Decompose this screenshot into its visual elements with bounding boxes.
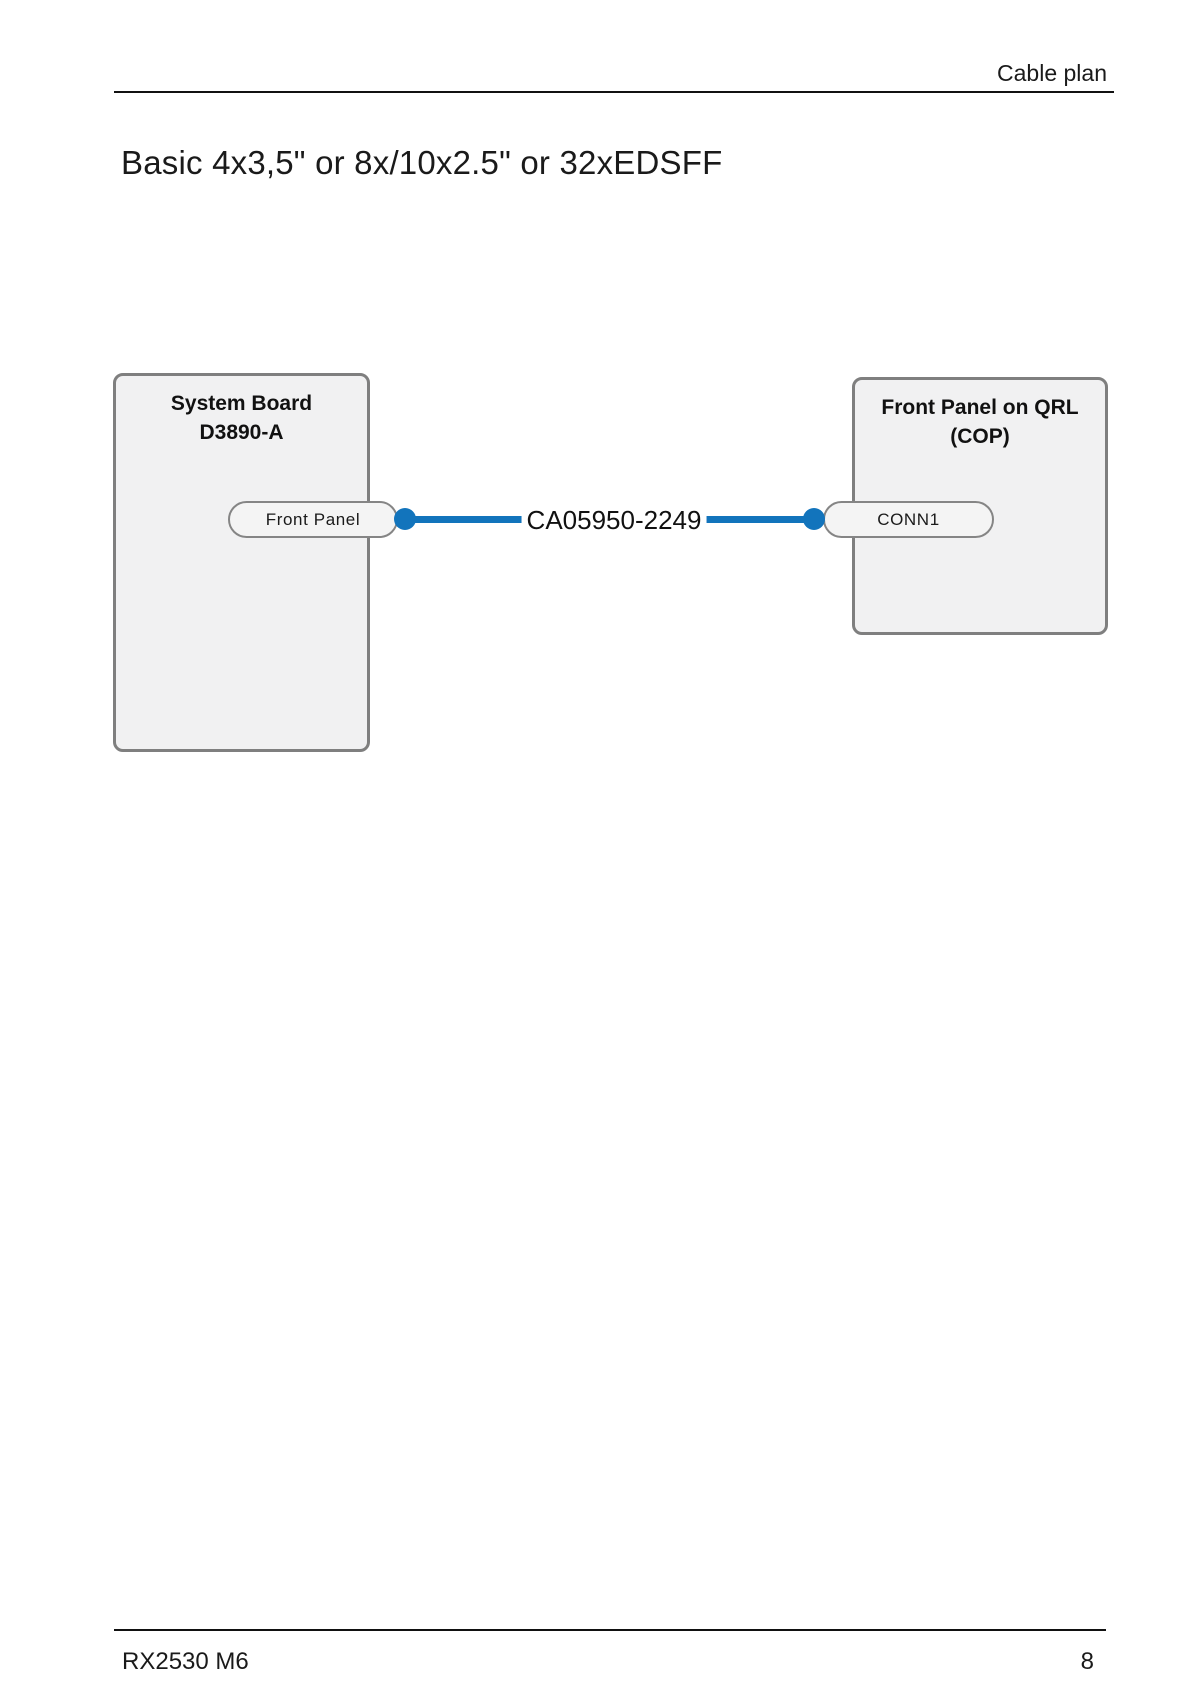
cable-endpoint-dot-right (803, 508, 825, 530)
system-board-title-line2: D3890-A (199, 421, 284, 444)
system-board-title-line1: System Board (170, 392, 313, 415)
front-panel-port: Front Panel (228, 501, 398, 538)
conn1-port-label: CONN1 (877, 509, 940, 529)
front-panel-qrl-title-line2: (COP) (950, 425, 1010, 448)
conn1-port: CONN1 (823, 501, 994, 538)
front-panel-qrl-title-line1: Front Panel on QRL (881, 396, 1079, 419)
footer-rule (114, 1629, 1106, 1631)
footer-model: RX2530 M6 (122, 1648, 249, 1675)
cable-label: CA05950-2249 (521, 504, 707, 536)
cable-endpoint-dot-left (394, 508, 416, 530)
system-board-box: System Board D3890-A (113, 373, 370, 752)
front-panel-qrl-title: Front Panel on QRL (COP) (855, 380, 1105, 451)
header-title: Cable plan (997, 60, 1107, 86)
system-board-title: System Board D3890-A (116, 376, 367, 447)
header-rule (114, 91, 1114, 93)
footer-page-number: 8 (1080, 1648, 1094, 1675)
page-heading: Basic 4x3,5" or 8x/10x2.5" or 32xEDSFF (121, 144, 723, 181)
front-panel-port-label: Front Panel (265, 509, 361, 529)
